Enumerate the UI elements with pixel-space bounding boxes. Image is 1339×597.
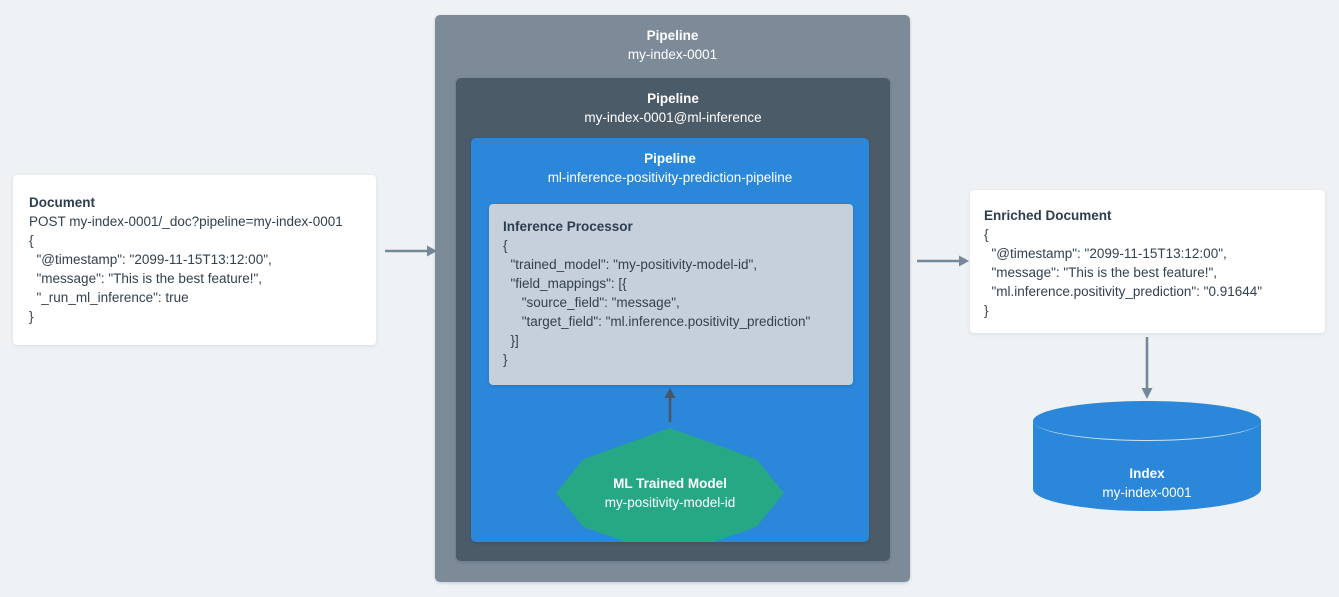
arrow-document-to-pipeline [385,243,437,259]
ml-trained-model-name: my-positivity-model-id [604,495,736,510]
inference-processor-card: Inference Processor { "trained_model": "… [489,204,853,385]
inference-processor-line: "field_mappings": [{ [503,276,627,291]
pipeline-middle-kind: Pipeline [647,91,699,106]
pipeline-middle-header: Pipeline my-index-0001@ml-inference [456,78,890,128]
inference-processor-line: }] [503,333,519,348]
pipeline-outer-name: my-index-0001 [627,47,718,62]
inference-processor-line: } [503,352,508,367]
enriched-document-line: "@timestamp": "2099-11-15T13:12:00", [984,246,1227,261]
ml-trained-model-hexagon: ML Trained Model my-positivity-model-id [556,428,784,542]
inference-processor-line: "trained_model": "my-positivity-model-id… [503,257,758,272]
source-document-card: Document POST my-index-0001/_doc?pipelin… [13,175,376,345]
enriched-document-line: { [984,227,989,242]
index-label: Index my-index-0001 [1033,464,1261,502]
index-kind: Index [1129,466,1165,481]
source-document-line: } [29,309,34,324]
enriched-document-title: Enriched Document [984,208,1112,223]
inference-processor-line: "source_field": "message", [503,295,680,310]
inference-processor-title: Inference Processor [503,219,633,234]
pipeline-inner-header: Pipeline ml-inference-positivity-predict… [471,138,869,188]
inference-processor-line: "target_field": "ml.inference.positivity… [503,314,811,329]
source-document-line: "message": "This is the best feature!", [29,271,263,286]
source-document-line: "_run_ml_inference": true [29,290,189,305]
arrow-enriched-document-to-index [1139,337,1155,399]
source-document-title: Document [29,195,96,210]
enriched-document-card: Enriched Document { "@timestamp": "2099-… [970,190,1325,333]
pipeline-outer-header: Pipeline my-index-0001 [435,15,910,65]
index-cylinder: Index my-index-0001 [1033,401,1261,531]
index-cylinder-top [1033,401,1261,441]
arrow-ml-model-to-inference-processor [662,388,678,422]
pipeline-inner-name: ml-inference-positivity-prediction-pipel… [547,170,793,185]
source-document-line: POST my-index-0001/_doc?pipeline=my-inde… [29,214,343,229]
inference-processor-line: { [503,238,508,253]
pipeline-middle-name: my-index-0001@ml-inference [584,110,762,125]
enriched-document-line: "message": "This is the best feature!", [984,265,1218,280]
enriched-document-line: "ml.inference.positivity_prediction": "0… [984,284,1263,299]
pipeline-outer-kind: Pipeline [646,28,699,43]
index-name: my-index-0001 [1102,485,1192,500]
enriched-document-line: } [984,303,989,318]
source-document-line: "@timestamp": "2099-11-15T13:12:00", [29,252,272,267]
pipeline-inner-kind: Pipeline [644,151,696,166]
arrow-pipeline-to-enriched-document [917,253,969,269]
source-document-line: { [29,233,34,248]
ml-trained-model-kind: ML Trained Model [613,476,727,491]
